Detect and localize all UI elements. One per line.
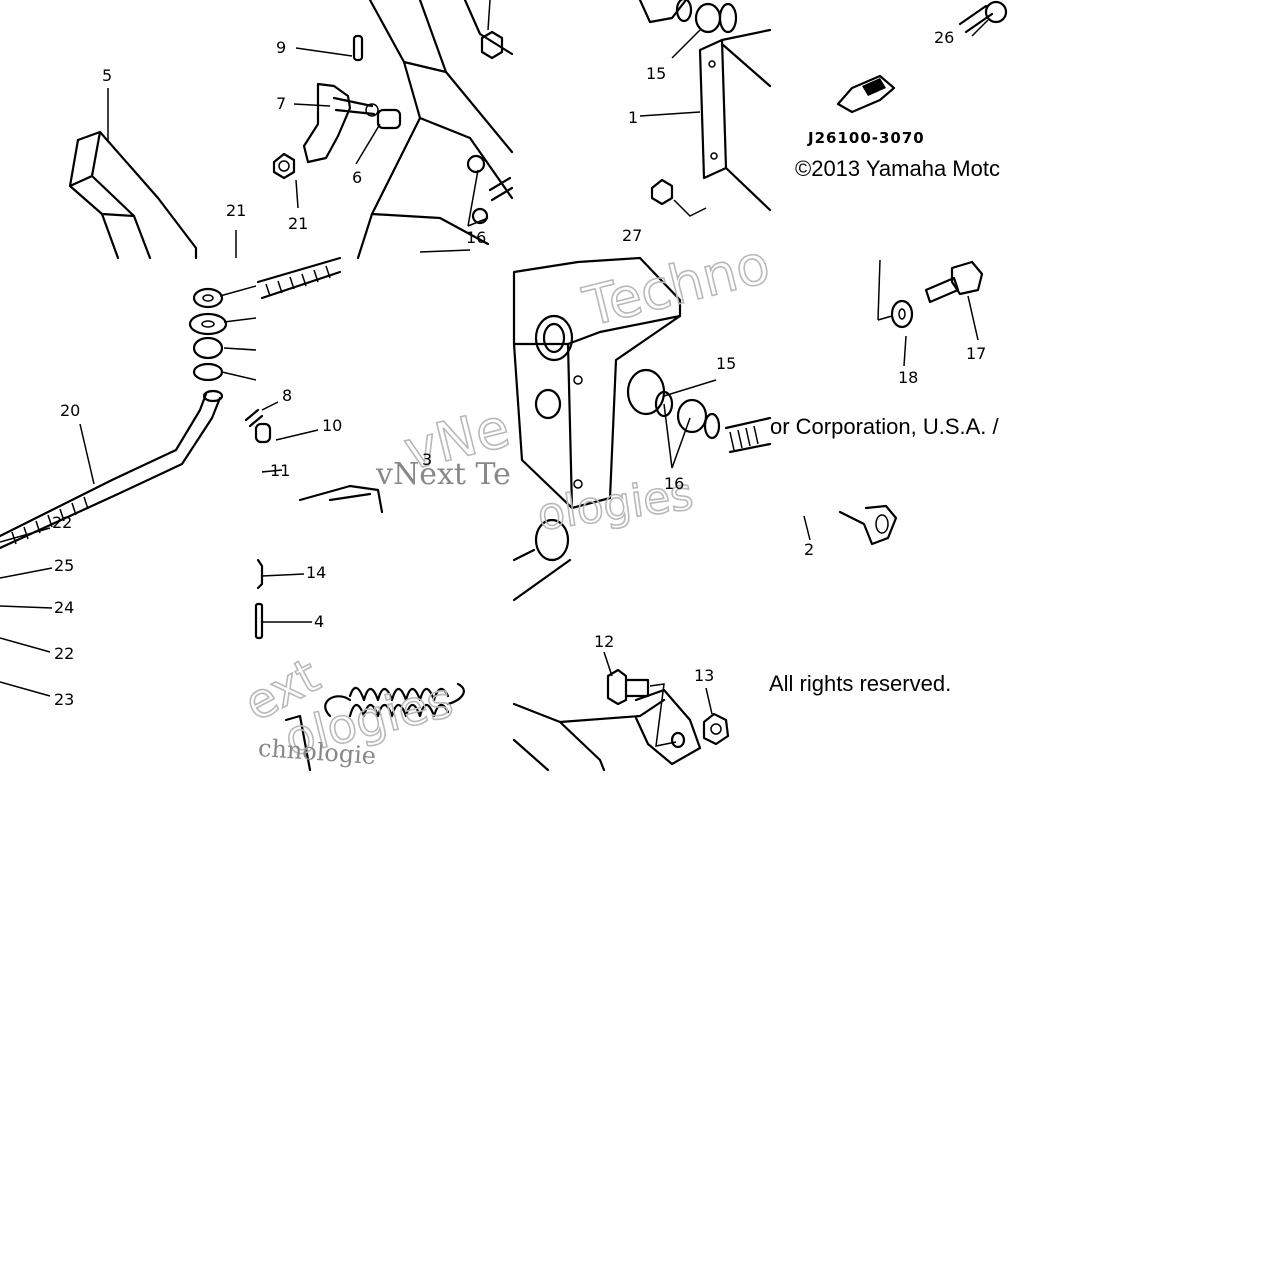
pin-10-part (244, 408, 272, 444)
nut-27-part (650, 178, 707, 217)
bracket-lower-part (512, 518, 702, 772)
callout-14: 14 (306, 563, 327, 582)
nut-13-part (702, 712, 730, 746)
reference-code: J26100-3070 (808, 129, 925, 147)
callout-15: 15 (646, 64, 667, 83)
leader-lines (0, 0, 989, 747)
callout-10: 10 (322, 416, 343, 435)
callout-4: 4 (314, 612, 325, 631)
callout-18: 18 (898, 368, 919, 387)
callout-12: 12 (594, 632, 615, 651)
lug-2-part (838, 504, 898, 546)
spring-part (324, 682, 465, 718)
pin-14-part (256, 558, 264, 590)
washer-stack-part (188, 287, 228, 382)
bracket-7-part (302, 82, 379, 164)
callout-25: 25 (54, 556, 75, 575)
nuts-16-part (466, 154, 514, 225)
callout-22: 22 (54, 644, 75, 663)
callout-7: 7 (276, 94, 287, 113)
callout-21: 21 (288, 214, 309, 233)
bolt-26-part (958, 0, 1008, 34)
bolt-12-part (606, 668, 650, 706)
callout-22: 22 (52, 513, 73, 532)
plate-fragment-part (284, 484, 384, 772)
label-tag-part (836, 74, 896, 114)
shaft-part (724, 416, 772, 454)
callout-5: 5 (102, 66, 113, 85)
watermark-layer: Techno vNe ologies ext ologies (235, 231, 777, 768)
callout-15: 15 (716, 354, 737, 373)
washer-18-part (890, 299, 914, 329)
callout-11: –11 (262, 461, 291, 480)
bolt-17-part (924, 260, 984, 304)
bushings-15-16-part (626, 368, 721, 440)
callout-24: 24 (54, 598, 75, 617)
sleeve-6-part (376, 108, 402, 130)
callout-8: 8 (282, 386, 293, 405)
callout-6: 6 (352, 168, 363, 187)
callout-17: 17 (966, 344, 987, 363)
nut-top-part (480, 30, 504, 60)
callout-11-number: 11 (270, 461, 291, 480)
watermark-text: vNext Te (376, 457, 511, 492)
callout-23: 23 (54, 690, 75, 709)
copyright-line-2: or Corporation, U.S.A. / (770, 414, 999, 439)
nut-21-part (272, 152, 296, 180)
callout-21: 21 (226, 201, 247, 220)
bracket-1-part (638, 0, 772, 212)
callout-20: 20 (60, 401, 81, 420)
rod-20-part (0, 389, 224, 550)
callout-9: 9 (276, 38, 287, 57)
callout-16: 16 (466, 228, 487, 247)
lever-arm-part (356, 0, 514, 260)
pin-4-part (254, 602, 264, 640)
callout-27: 27 (622, 226, 643, 245)
copyright-line-1: ©2013 Yamaha Motc (795, 156, 1000, 181)
housing-3-part (512, 256, 682, 510)
callout-16: 16 (664, 474, 685, 493)
bushing-15-part (675, 0, 738, 34)
callout-26: 26 (934, 28, 955, 47)
copyright-line-3: All rights reserved. (769, 671, 952, 696)
spring-rod-part (256, 256, 342, 300)
callout-3: 3 (422, 450, 433, 469)
callout-13: 13 (694, 666, 715, 685)
pedal-pad-part (68, 130, 198, 260)
pin-9-part (352, 34, 364, 62)
watermark-text: Techno (577, 232, 776, 339)
callout-1: 1 (628, 108, 639, 127)
callout-2: 2 (804, 540, 815, 559)
